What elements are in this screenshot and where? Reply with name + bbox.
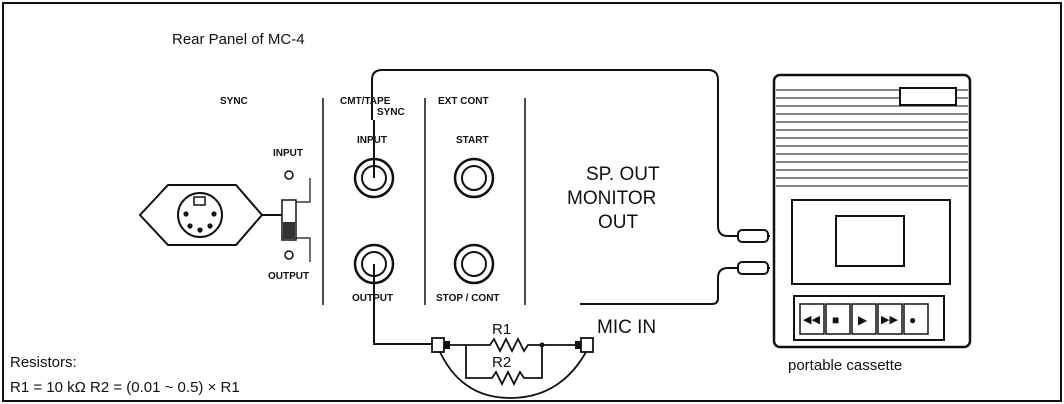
play-button[interactable] [851,303,877,335]
speaker-grille [776,89,968,187]
resistor-r1-label: R1 [492,321,511,338]
cmt-output-label: OUTPUT [352,293,393,304]
sync-input-label: INPUT [273,148,303,159]
record-button[interactable] [903,303,929,335]
fast-forward-button[interactable] [877,303,903,335]
sync-label: SYNC [220,96,248,107]
plug-mic-in [737,261,769,275]
play-icon: ▶ [858,313,868,327]
cassette-label-window [899,87,957,106]
resistor-r1 [450,336,575,354]
record-icon: ● [909,313,916,327]
rewind-button[interactable] [799,303,825,335]
out-label: OUT [598,212,639,233]
ext-stop-cont-jack[interactable] [453,243,495,285]
sync-output-label: OUTPUT [268,271,309,282]
cmt-input-label: INPUT [357,135,387,146]
ext-stop-cont-label: STOP / CONT [436,293,500,304]
right-plug [575,337,594,353]
mic-in-label: MIC IN [597,317,656,338]
ext-start-jack[interactable] [453,157,495,199]
plug-sp-out [737,229,769,243]
sync-input-led [284,170,294,180]
ground-loop [439,351,587,399]
panel-outline [371,69,742,305]
cmt-sync-label: SYNC [377,107,405,118]
cmt-tape-label: CMT/TAPE [340,96,391,107]
diagram-title: Rear Panel of MC-4 [172,31,305,48]
monitor-label: MONITOR [567,188,656,209]
sync-output-led [284,250,294,260]
sync-selector-switch[interactable] [281,199,297,241]
portable-cassette: ◀◀ ■ ▶ ▶▶ ● [772,73,972,349]
stop-button[interactable] [825,303,851,335]
ext-cont-label: EXT CONT [438,96,489,107]
resistors-formula: R1 = 10 kΩ R2 = (0.01 ~ 0.5) × R1 [10,379,240,396]
resistors-heading: Resistors: [10,354,77,371]
sp-out-label: SP. OUT [586,164,660,185]
resistor-r2-branch [465,345,543,387]
resistor-r2-label: R2 [492,354,511,371]
din-connector [138,184,264,246]
rewind-icon: ◀◀ [803,314,820,326]
ext-start-label: START [456,135,489,146]
left-plug [431,337,450,353]
stop-icon: ■ [832,313,839,327]
tape-window [835,215,905,267]
cassette-caption: portable cassette [788,357,902,374]
fast-forward-icon: ▶▶ [881,314,898,326]
cable-cmt-output [373,264,432,345]
